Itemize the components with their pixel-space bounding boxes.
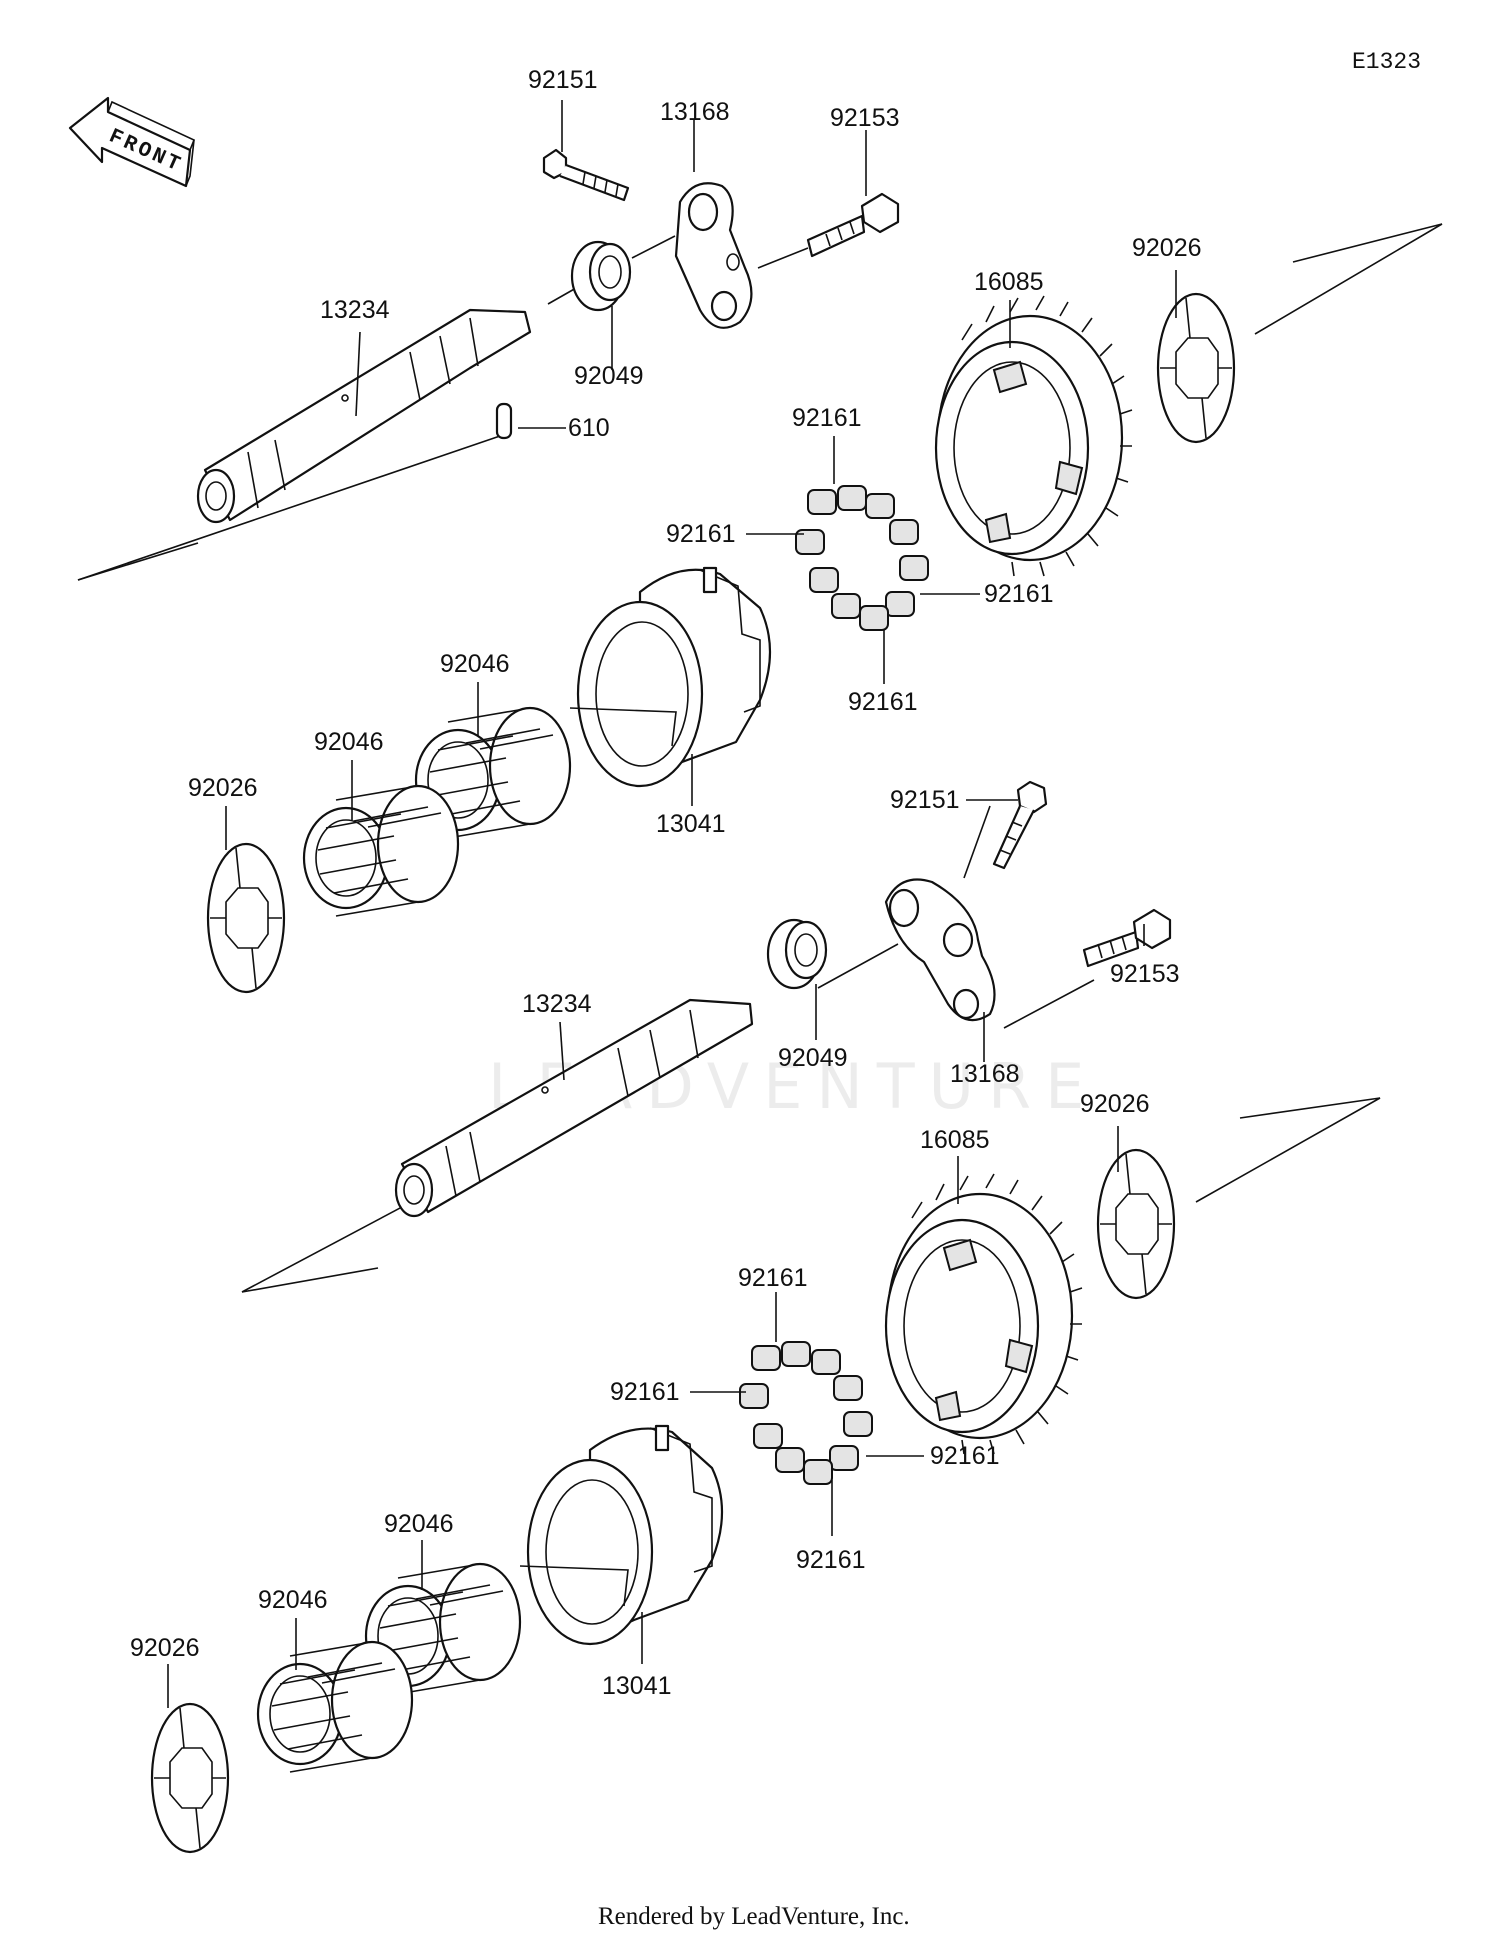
callout-top-roller-bottom: 92161 [848, 688, 918, 716]
top-assembly: 92151 13168 92153 13234 92049 610 16085 … [77, 66, 1443, 994]
top-bolt-a [542, 148, 630, 202]
callout-bottom-seal: 92049 [778, 1044, 848, 1072]
callout-top-washer-left: 92026 [188, 774, 258, 802]
bottom-assembly: 92151 92153 13234 92049 13168 16085 9202… [130, 780, 1381, 1854]
callout-bottom-roller-right: 92161 [930, 1442, 1000, 1470]
callout-bottom-roller-left: 92161 [610, 1378, 680, 1406]
front-arrow-icon: FRONT [68, 96, 196, 188]
callout-top-hub: 13041 [656, 810, 726, 838]
callout-bottom-lever: 13168 [950, 1060, 1020, 1088]
callout-top-roller-right: 92161 [984, 580, 1054, 608]
bottom-gear [884, 1173, 1083, 1455]
bottom-roller-set [739, 1341, 873, 1485]
callout-bottom-bolt-a: 92151 [890, 786, 960, 814]
callout-top-roller-left: 92161 [666, 520, 736, 548]
callout-top-seal: 92049 [574, 362, 644, 390]
bottom-washer-left [150, 1702, 230, 1854]
top-bolt-b [806, 192, 900, 258]
callout-bottom-washer-left: 92026 [130, 1634, 200, 1662]
callout-bottom-washer-right: 92026 [1080, 1090, 1150, 1118]
callout-top-pin: 610 [568, 414, 610, 442]
bottom-seal [766, 918, 828, 990]
callout-top-washer-right: 92026 [1132, 234, 1202, 262]
callout-bottom-bearing-lower: 92046 [258, 1586, 328, 1614]
callout-bottom-roller-top: 92161 [738, 1264, 808, 1292]
callout-top-shaft: 13234 [320, 296, 390, 324]
top-hub [569, 566, 772, 788]
callout-bottom-shaft: 13234 [522, 990, 592, 1018]
callout-bottom-gear: 16085 [920, 1126, 990, 1154]
top-pin [495, 402, 513, 440]
callout-top-gear: 16085 [974, 268, 1044, 296]
callout-top-bearing-lower: 92046 [314, 728, 384, 756]
bottom-shaft [394, 998, 754, 1218]
top-bearing-lower [302, 784, 460, 918]
bottom-washer-right [1096, 1148, 1176, 1300]
top-gear [934, 295, 1133, 577]
callout-top-lever: 13168 [660, 98, 730, 126]
callout-bottom-hub: 13041 [602, 1672, 672, 1700]
bottom-lever [884, 878, 996, 1022]
top-shaft [196, 308, 532, 524]
top-washer-right [1156, 292, 1236, 444]
callout-top-bolt-b: 92153 [830, 104, 900, 132]
top-seal [570, 240, 632, 312]
bottom-hub [519, 1424, 724, 1646]
bottom-bearing-lower [256, 1640, 414, 1774]
callout-bottom-roller-bottom: 92161 [796, 1546, 866, 1574]
callout-bottom-bearing-upper: 92046 [384, 1510, 454, 1538]
callout-bottom-bolt-b: 92153 [1110, 960, 1180, 988]
bottom-bolt-a [992, 780, 1048, 870]
top-lever [674, 182, 753, 329]
callout-top-bearing-upper: 92046 [440, 650, 510, 678]
top-roller-set [795, 485, 929, 631]
footer-credit: Rendered by LeadVenture, Inc. [598, 1903, 910, 1930]
top-washer-left [206, 842, 286, 994]
callout-top-roller-top: 92161 [792, 404, 862, 432]
diagram-code: E1323 [1352, 49, 1421, 75]
bottom-bolt-b [1082, 908, 1172, 968]
callout-top-bolt-a: 92151 [528, 66, 598, 94]
